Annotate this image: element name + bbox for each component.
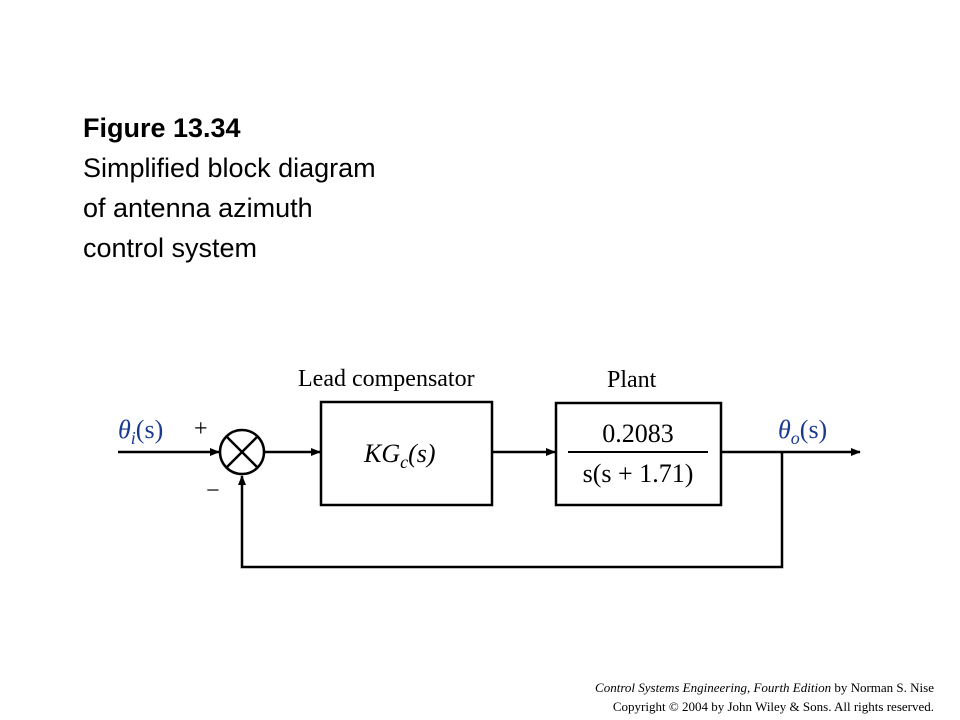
input-signal-label: θi(s) <box>118 415 163 448</box>
minus-sign: − <box>206 478 220 504</box>
book-title: Control Systems Engineering, Fourth Edit… <box>595 680 832 695</box>
footer-book-line: Control Systems Engineering, Fourth Edit… <box>595 678 934 697</box>
figure-description: Simplified block diagram of antenna azim… <box>83 153 376 263</box>
compensator-label: Lead compensator <box>298 366 475 392</box>
compensator-transfer-function: KGc(s) <box>363 439 436 472</box>
footer-credit: Control Systems Engineering, Fourth Edit… <box>595 678 934 716</box>
feedback-path <box>238 452 784 569</box>
book-author: by Norman S. Nise <box>831 680 934 695</box>
summing-junction <box>218 428 266 476</box>
plant-denominator: s(s + 1.71) <box>583 459 694 488</box>
plant-block <box>554 401 723 507</box>
figure-number: Figure 13.34 <box>83 113 241 143</box>
output-signal-label: θo(s) <box>778 415 827 448</box>
compensator-block <box>319 400 494 507</box>
plant-label: Plant <box>607 367 657 393</box>
plus-sign: + <box>194 416 208 442</box>
plant-numerator: 0.2083 <box>602 419 674 448</box>
figure-caption: Figure 13.34 Simplified block diagram of… <box>83 108 383 268</box>
copyright-text: Copyright © 2004 by John Wiley & Sons. A… <box>612 699 934 714</box>
